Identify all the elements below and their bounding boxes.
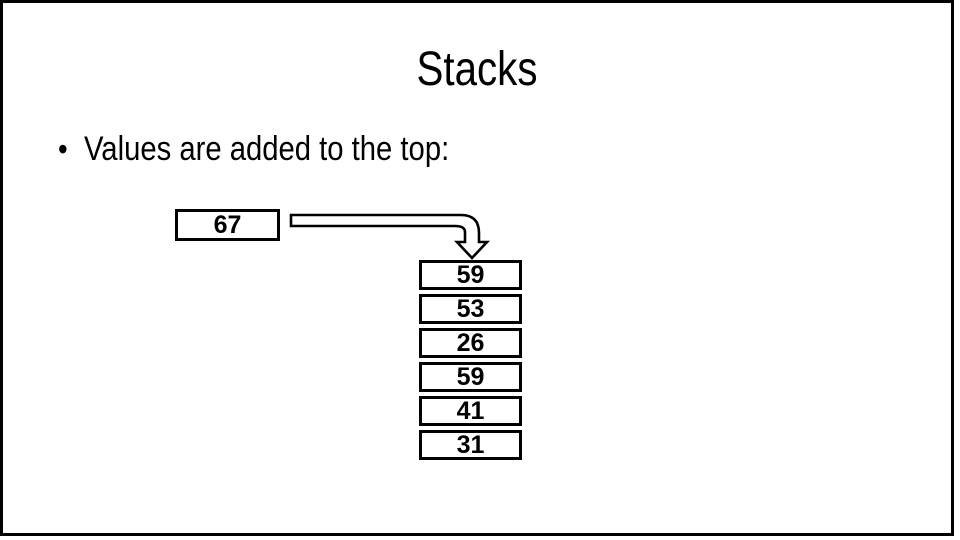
bullet-line: • Values are added to the top: (58, 129, 449, 169)
bent-arrow-icon (289, 213, 491, 260)
stack-cell: 41 (419, 396, 522, 426)
stack-cell: 59 (419, 362, 522, 392)
pushed-value-box: 67 (175, 209, 280, 241)
bullet-text: Values are added to the top: (83, 130, 450, 168)
stack-cell-value: 26 (456, 328, 485, 357)
stack-cell: 59 (419, 260, 522, 290)
stack-cell-value: 59 (456, 260, 485, 289)
pushed-value-label: 67 (213, 210, 242, 239)
stack-cell-value: 41 (456, 396, 485, 425)
stack-cell-value: 59 (456, 362, 485, 391)
stack-cell: 53 (419, 294, 522, 324)
slide-title: Stacks (416, 43, 538, 96)
stack-cell-value: 53 (456, 294, 485, 323)
stack-cell-value: 31 (456, 430, 485, 459)
stack-cell: 31 (419, 430, 522, 460)
stack-diagram: 59 53 26 59 41 31 (419, 260, 522, 460)
bullet-marker: • (58, 131, 68, 167)
stack-cell: 26 (419, 328, 522, 358)
